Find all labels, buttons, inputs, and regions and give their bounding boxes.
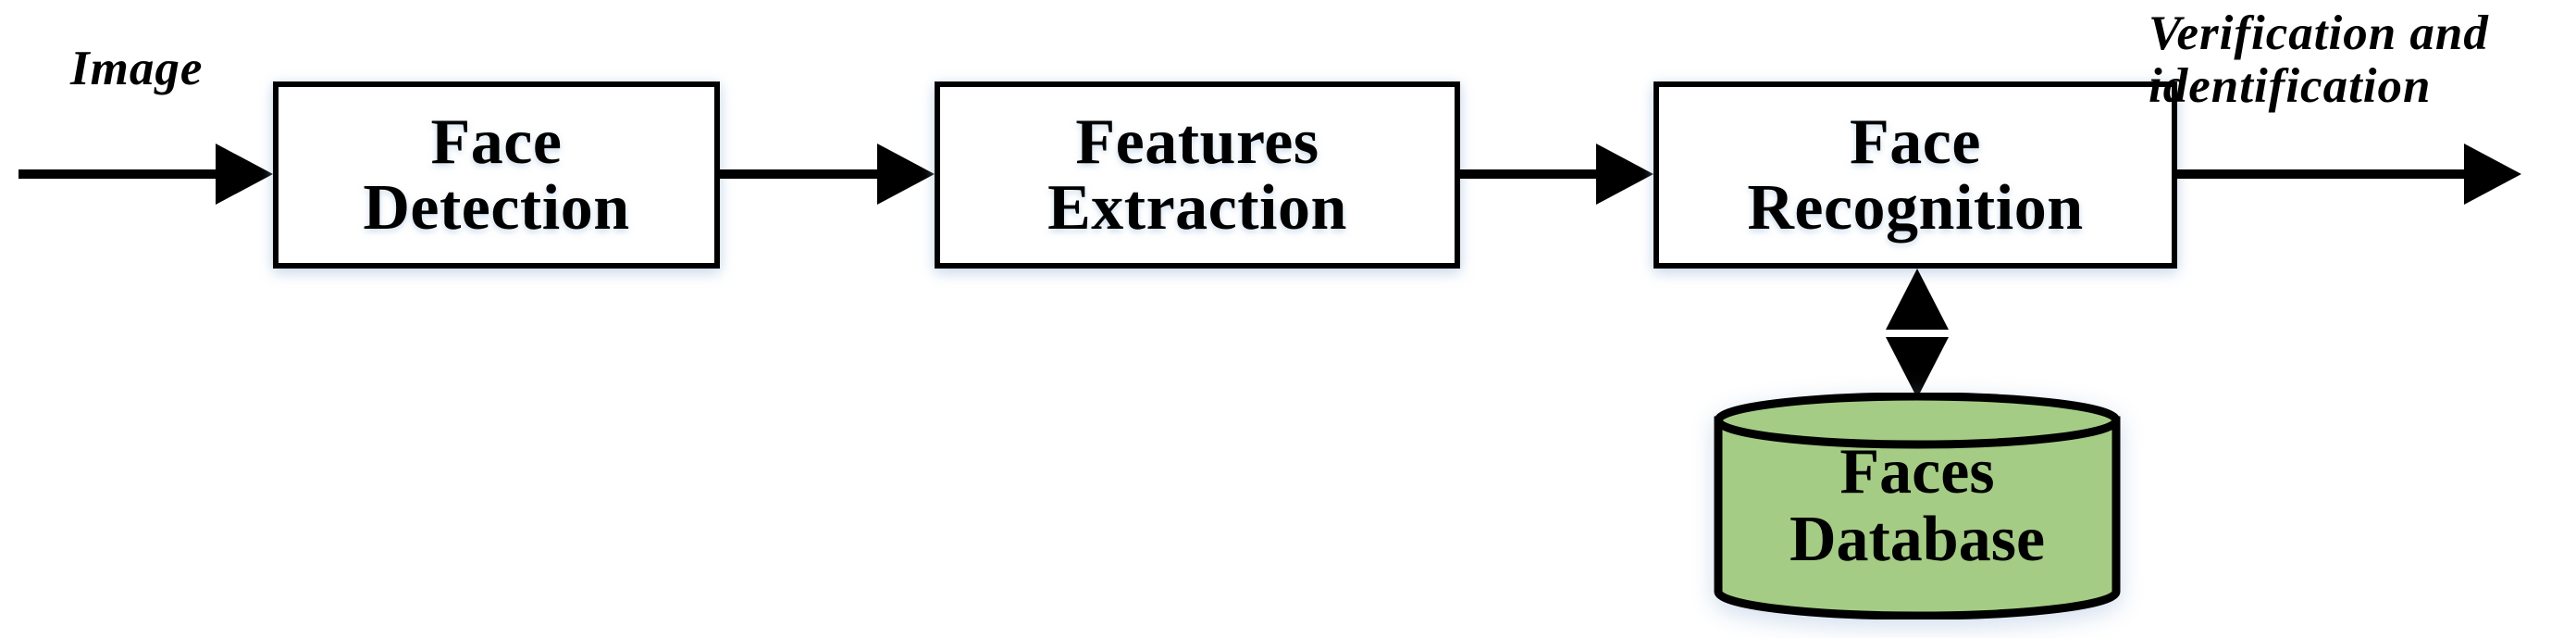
output-label: Verification and identification — [2149, 6, 2489, 114]
cylinder-shape — [1714, 392, 2121, 620]
output-label-line2: identification — [2149, 59, 2432, 114]
output-arrow-head — [2464, 144, 2521, 205]
stage-label-line2: Recognition — [1747, 172, 2084, 244]
input-arrow-head — [216, 144, 273, 205]
stage-box-features-extraction[interactable]: Features Extraction — [935, 81, 1460, 269]
output-arrow-shaft — [2177, 169, 2464, 179]
stage-label-line1: Face — [430, 106, 563, 178]
input-arrow-shaft — [19, 169, 216, 179]
connector1-head — [877, 144, 935, 205]
output-label-line1: Verification and — [2149, 6, 2489, 60]
arrow-head-down — [1886, 337, 1949, 398]
stage-label-line2: Detection — [363, 172, 630, 244]
connector2-shaft — [1460, 169, 1596, 179]
connector1-shaft — [720, 169, 877, 179]
input-label: Image — [70, 42, 204, 95]
stage-label-line1: Features — [1075, 106, 1319, 178]
faces-database-cylinder[interactable]: Faces Database — [1711, 392, 2124, 620]
stage-label-line2: Extraction — [1047, 172, 1347, 244]
stage-box-face-detection[interactable]: Face Detection — [273, 81, 720, 269]
arrow-head-up — [1886, 269, 1949, 330]
connector2-head — [1596, 144, 1653, 205]
stage-label-line1: Face — [1850, 106, 1981, 178]
stage-box-face-recognition[interactable]: Face Recognition — [1653, 81, 2177, 269]
